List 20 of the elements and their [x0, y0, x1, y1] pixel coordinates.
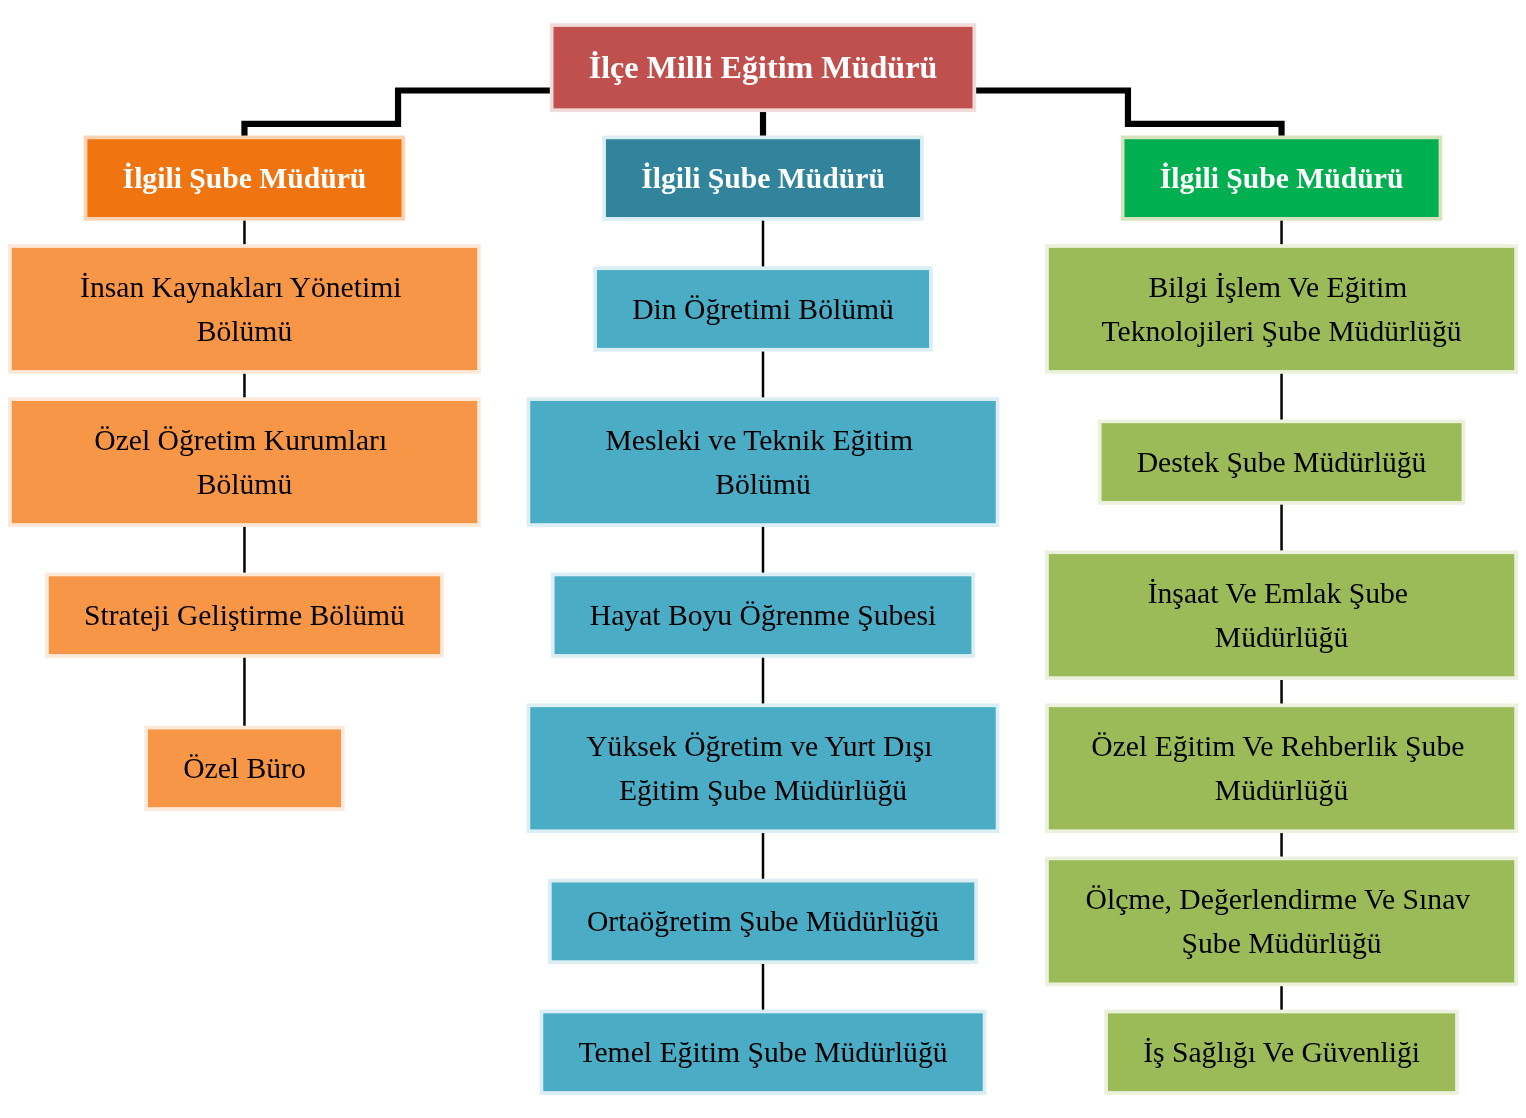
node-box: Mesleki ve Teknik Eğitim Bölümü	[526, 397, 1000, 527]
node-box: Ölçme, Değerlendirme Ve Sınav Şube Müdürlüğü	[1045, 856, 1518, 987]
node-box: İlgili Şube Müdürü	[83, 135, 406, 221]
node-box: İnşaat Ve Emlak Şube Müdürlüğü	[1045, 550, 1518, 680]
node-box: Ortaöğretim Şube Müdürlüğü	[548, 878, 978, 964]
node-box: Hayat Boyu Öğrenme Şubesi	[550, 572, 976, 658]
node-box: İlgili Şube Müdürü	[602, 135, 924, 221]
node-box: Din Öğretimi Bölümü	[593, 266, 933, 352]
node-box: Yüksek Öğretim ve Yurt Dışı Eğitim Şube Müdürlüğü	[526, 703, 1000, 834]
node-box: İlçe Milli Eğitim Müdürü	[549, 23, 977, 113]
node-box: Bilgi İşlem Ve Eğitim Teknolojileri Şube Müdürlüğü	[1045, 244, 1518, 374]
node-box: İş Sağlığı Ve Güvenliği	[1104, 1009, 1459, 1095]
node-box: Destek Şube Müdürlüğü	[1097, 419, 1466, 505]
node-box: İlgili Şube Müdürü	[1120, 135, 1443, 221]
node-box: Temel Eğitim Şube Müdürlüğü	[539, 1009, 987, 1095]
node-box: Özel Öğretim Kurumları Bölümü	[8, 397, 481, 527]
node-box: Özel Eğitim Ve Rehberlik Şube Müdürlüğü	[1045, 703, 1518, 834]
node-box: İnsan Kaynakları Yönetimi Bölümü	[8, 244, 481, 374]
node-box: Özel Büro	[144, 725, 345, 811]
node-box: Strateji Geliştirme Bölümü	[45, 572, 444, 658]
